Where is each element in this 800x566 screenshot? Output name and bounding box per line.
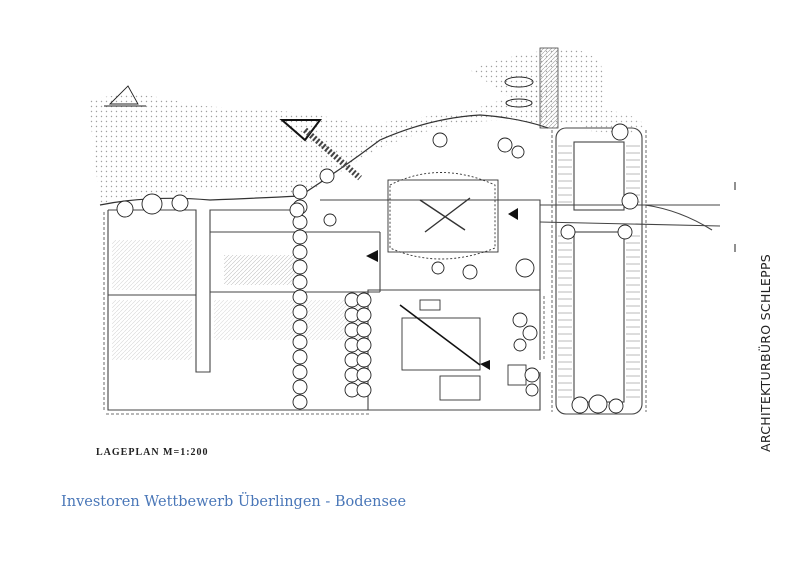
buildings — [112, 172, 527, 401]
tree — [511, 145, 525, 159]
tree — [116, 200, 134, 218]
pier — [104, 47, 559, 129]
tree — [356, 322, 372, 338]
tree — [292, 289, 308, 305]
architect-office-name: ARCHITEKTURBÜRO SCHLEPPS — [758, 253, 773, 452]
tree — [356, 337, 372, 353]
tree — [356, 292, 372, 308]
hedges — [103, 130, 647, 415]
tree — [356, 367, 372, 383]
tree — [524, 367, 540, 383]
tree — [292, 394, 308, 410]
tree — [560, 224, 576, 240]
tree — [292, 319, 308, 335]
tree — [323, 213, 337, 227]
tree — [292, 334, 308, 350]
pavilion — [279, 119, 362, 181]
tree — [319, 168, 335, 184]
tree — [617, 224, 633, 240]
entrance-arrows — [366, 208, 518, 370]
tree — [356, 307, 372, 323]
parking-stalls — [558, 145, 640, 398]
tree — [588, 394, 608, 414]
tree — [141, 193, 163, 215]
project-caption: Investoren Wettbewerb Überlingen - Boden… — [61, 494, 407, 510]
tree — [611, 123, 629, 141]
tree — [292, 304, 308, 320]
tree — [292, 229, 308, 245]
tree — [497, 137, 513, 153]
trees — [116, 123, 639, 414]
tree — [289, 202, 305, 218]
tree — [462, 264, 478, 280]
tree — [292, 274, 308, 290]
tree — [292, 349, 308, 365]
tree — [356, 382, 372, 398]
tree — [522, 325, 538, 341]
tree — [515, 258, 535, 278]
tree — [608, 398, 624, 414]
tree — [171, 194, 189, 212]
tree — [292, 184, 308, 200]
tree — [431, 261, 445, 275]
tree — [292, 244, 308, 260]
lakeshore — [88, 48, 645, 206]
tree — [356, 352, 372, 368]
tree — [292, 259, 308, 275]
tree — [513, 338, 527, 352]
tree — [571, 396, 589, 414]
plan-scale-label: LAGEPLAN M=1:200 — [96, 447, 209, 458]
tree — [292, 379, 308, 395]
tree — [432, 132, 448, 148]
tree — [525, 383, 539, 397]
tree — [292, 364, 308, 380]
tree — [621, 192, 639, 210]
tree — [512, 312, 528, 328]
